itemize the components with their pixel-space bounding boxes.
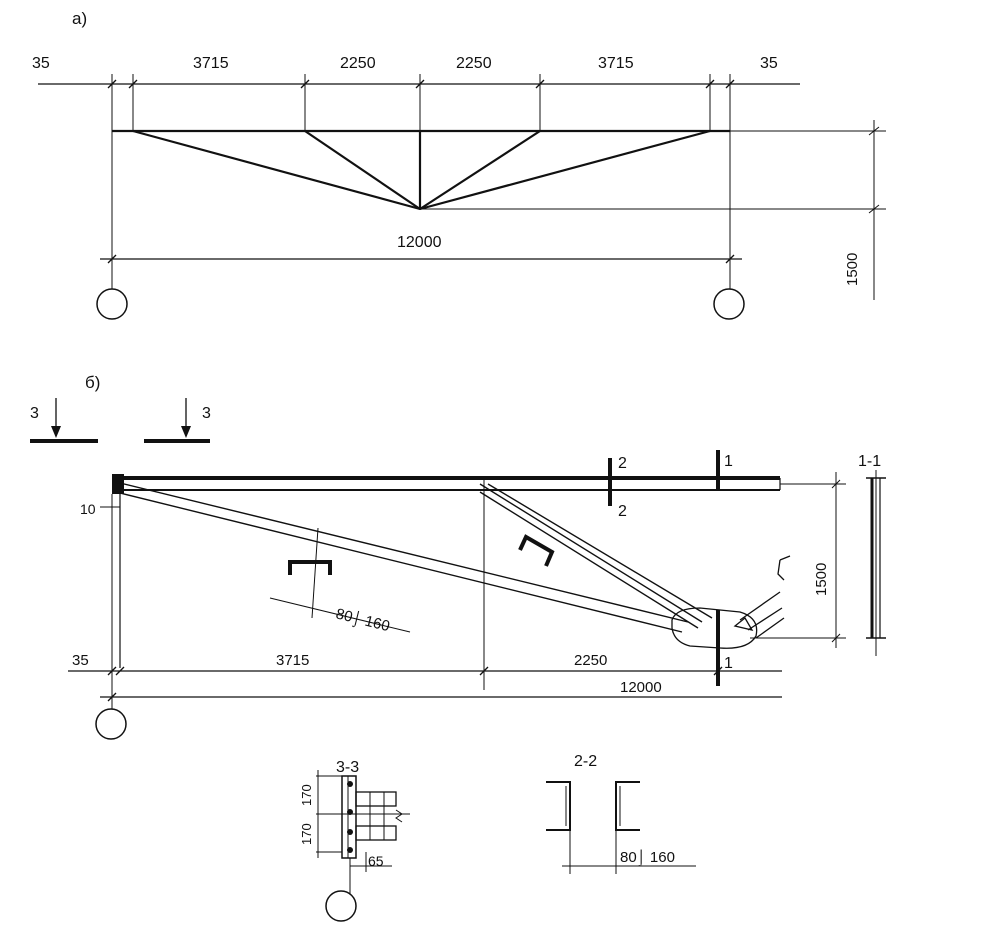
section-2-bottom-label: 2 [618, 503, 627, 520]
section-1-top-label: 1 [724, 453, 733, 470]
section-3-3-title: 3-3 [336, 759, 359, 776]
dim-35-b: 35 [72, 652, 89, 669]
svg-text:3: 3 [202, 405, 211, 422]
channel-symbol-long: 80⌡ 160 [269, 527, 411, 636]
section-3-3-drawing [316, 770, 410, 894]
section-1-bottom-label: 1 [724, 655, 733, 672]
channel-symbol-short [518, 534, 555, 567]
bottom-gusset [671, 555, 791, 649]
dim-2250-left: 2250 [340, 55, 376, 72]
axis-marker-3-3 [325, 890, 357, 922]
dim-1500-b: 1500 [813, 563, 830, 596]
section-1-1-profile [866, 470, 886, 656]
dimension-ticks [107, 79, 735, 89]
dim-65: 65 [368, 853, 384, 869]
section-3-marker-left: 3 [30, 398, 98, 443]
view-b: б) 3 3 [30, 373, 886, 740]
dim-1500-a: 1500 [844, 253, 861, 286]
dim-3715-b: 3715 [276, 652, 309, 669]
section-2-2-channels [546, 781, 696, 874]
section-2-top-label: 2 [618, 455, 627, 472]
axis-marker-right [713, 288, 745, 320]
dim-35-left: 35 [32, 55, 50, 72]
section-3-3-bolts [347, 781, 353, 853]
dim-12000-b: 12000 [620, 679, 662, 696]
section-3-3: 3-3 170 170 65 [299, 759, 410, 922]
section-3-marker-right: 3 [144, 398, 211, 443]
axis-marker-b [95, 708, 127, 740]
section-2-2-title: 2-2 [574, 753, 597, 770]
short-diagonal [479, 483, 713, 629]
dim-2250-b: 2250 [574, 652, 607, 669]
section-1-1-title: 1-1 [858, 453, 881, 470]
channel-label-long: 80⌡ 160 [334, 605, 392, 636]
dim-3715-left: 3715 [193, 55, 229, 72]
section-2-2: 2-2 80⌡ 160 [546, 753, 696, 874]
svg-text:3: 3 [30, 405, 39, 422]
view-a: а) 35 3715 2250 2250 3715 35 [32, 9, 886, 320]
view-a-label: а) [72, 9, 87, 28]
span-tick-left [107, 254, 117, 264]
span-tick-right [725, 254, 735, 264]
view-b-label: б) [85, 373, 100, 392]
dim-10: 10 [80, 501, 96, 517]
height-dimension-b [750, 472, 846, 648]
height-extension-lines [420, 120, 886, 300]
dim-2250-right: 2250 [456, 55, 492, 72]
truss-members [112, 129, 730, 211]
axis-marker-left [96, 288, 128, 320]
dim-3715-right: 3715 [598, 55, 634, 72]
dim-170-bottom: 170 [299, 823, 314, 845]
dim-12000-a: 12000 [397, 234, 442, 251]
top-chord [112, 476, 781, 491]
end-plate [112, 474, 124, 494]
channel-label-2-2: 80⌡ 160 [620, 849, 675, 867]
long-diagonal [115, 481, 689, 633]
dim-35-right: 35 [760, 55, 778, 72]
dim-170-top: 170 [299, 784, 314, 806]
bottom-dimension-ticks [107, 666, 723, 702]
